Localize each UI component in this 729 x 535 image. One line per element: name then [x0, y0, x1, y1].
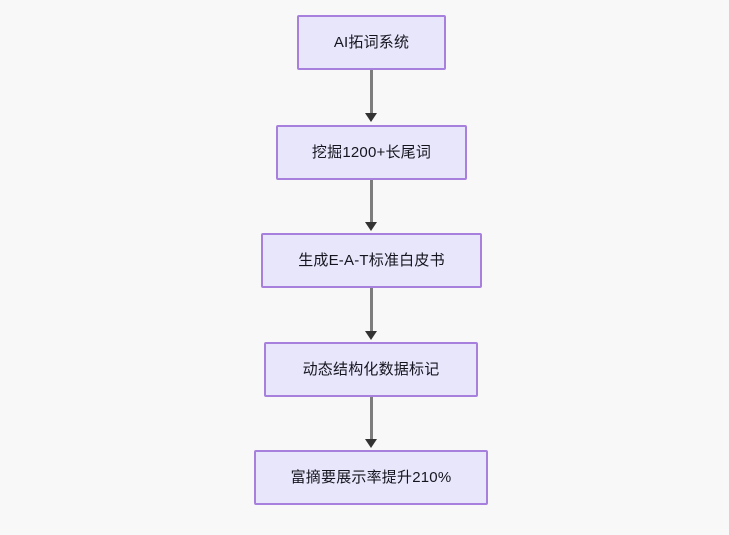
arrowhead-node1-node2	[365, 113, 377, 122]
connector-node4-node5	[370, 397, 373, 441]
arrowhead-node3-node4	[365, 331, 377, 340]
flow-node-generate-eat-whitepaper[interactable]: 生成E-A-T标准白皮书	[261, 233, 482, 288]
connector-node3-node4	[370, 288, 373, 333]
flow-node-label: 富摘要展示率提升210%	[290, 469, 452, 486]
flow-node-dynamic-structured-data-markup[interactable]: 动态结构化数据标记	[264, 342, 478, 397]
connector-node1-node2	[370, 70, 373, 116]
flow-node-rich-snippet-impression-lift[interactable]: 富摘要展示率提升210%	[254, 450, 488, 505]
flow-node-label: 生成E-A-T标准白皮书	[298, 252, 445, 269]
flow-node-ai-keyword-system[interactable]: AI拓词系统	[297, 15, 446, 70]
flow-node-mine-longtail-keywords[interactable]: 挖掘1200+长尾词	[276, 125, 467, 180]
arrowhead-node2-node3	[365, 222, 377, 231]
connector-node2-node3	[370, 180, 373, 224]
flow-node-label: AI拓词系统	[333, 34, 410, 51]
flow-node-label: 动态结构化数据标记	[302, 361, 440, 378]
arrowhead-node4-node5	[365, 439, 377, 448]
flow-node-label: 挖掘1200+长尾词	[311, 144, 432, 161]
